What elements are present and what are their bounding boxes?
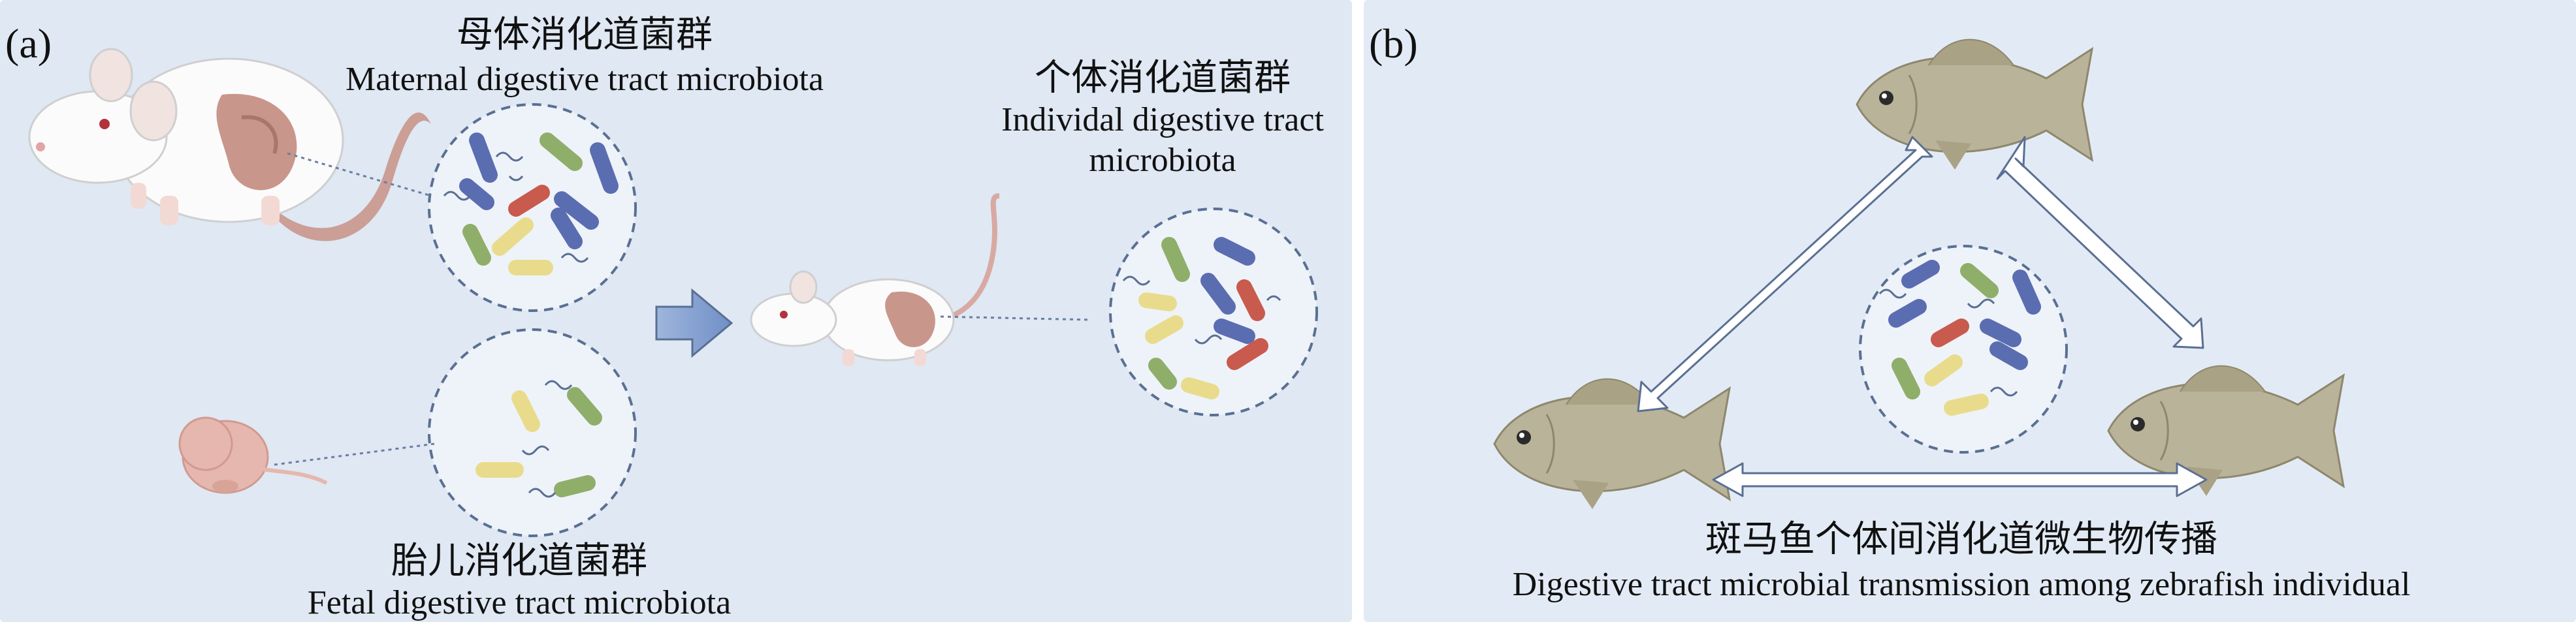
- offspring-mouse-icon: [750, 193, 1000, 366]
- arrow-top-left: [1637, 136, 1933, 412]
- individual-title-zh: 个体消化道菌群: [1035, 57, 1291, 99]
- fetal-connector: [274, 443, 435, 466]
- individual-connector: [940, 315, 1091, 321]
- bidirectional-arrow-icon: [1712, 462, 2208, 497]
- panel-b: (b) 斑马鱼个体间消化道微生物传播 Digestive: [1364, 0, 2576, 622]
- arrow-top-right: [1996, 136, 2204, 349]
- individual-microbiota-circle: [1109, 208, 1318, 416]
- panel-a: (a) 母体消化道菌群 Maternal digestive tract mic…: [0, 0, 1352, 622]
- maternal-title-en: Maternal digestive tract microbiota: [346, 61, 824, 98]
- shared-microbiota-circle: [1859, 245, 2068, 454]
- transmission-title-en: Digestive tract microbial transmission a…: [1513, 566, 2411, 603]
- fetus-icon: [178, 416, 328, 494]
- fetal-microbiota-circle: [428, 328, 637, 537]
- maternal-connector: [287, 152, 432, 197]
- maternal-microbiota-circle: [428, 103, 637, 312]
- fetal-title-en: Fetal digestive tract microbiota: [308, 584, 731, 621]
- panel-b-canvas: (b) 斑马鱼个体间消化道微生物传播 Digestive: [1364, 0, 2576, 622]
- transition-arrow-icon: [655, 288, 733, 358]
- mother-mouse-icon: [28, 48, 431, 241]
- panel-a-canvas: (a) 母体消化道菌群 Maternal digestive tract mic…: [0, 0, 1352, 622]
- maternal-title-zh: 母体消化道菌群: [457, 14, 713, 56]
- fetal-title-zh: 胎儿消化道菌群: [391, 540, 647, 582]
- individual-title-en-line1: Individal digestive tract: [1001, 101, 1324, 138]
- individual-title-en-line2: microbiota: [1089, 142, 1236, 179]
- panel-b-label: (b): [1369, 20, 1418, 67]
- transmission-title-zh: 斑马鱼个体间消化道微生物传播: [1705, 518, 2217, 561]
- panel-a-label: (a): [5, 20, 52, 67]
